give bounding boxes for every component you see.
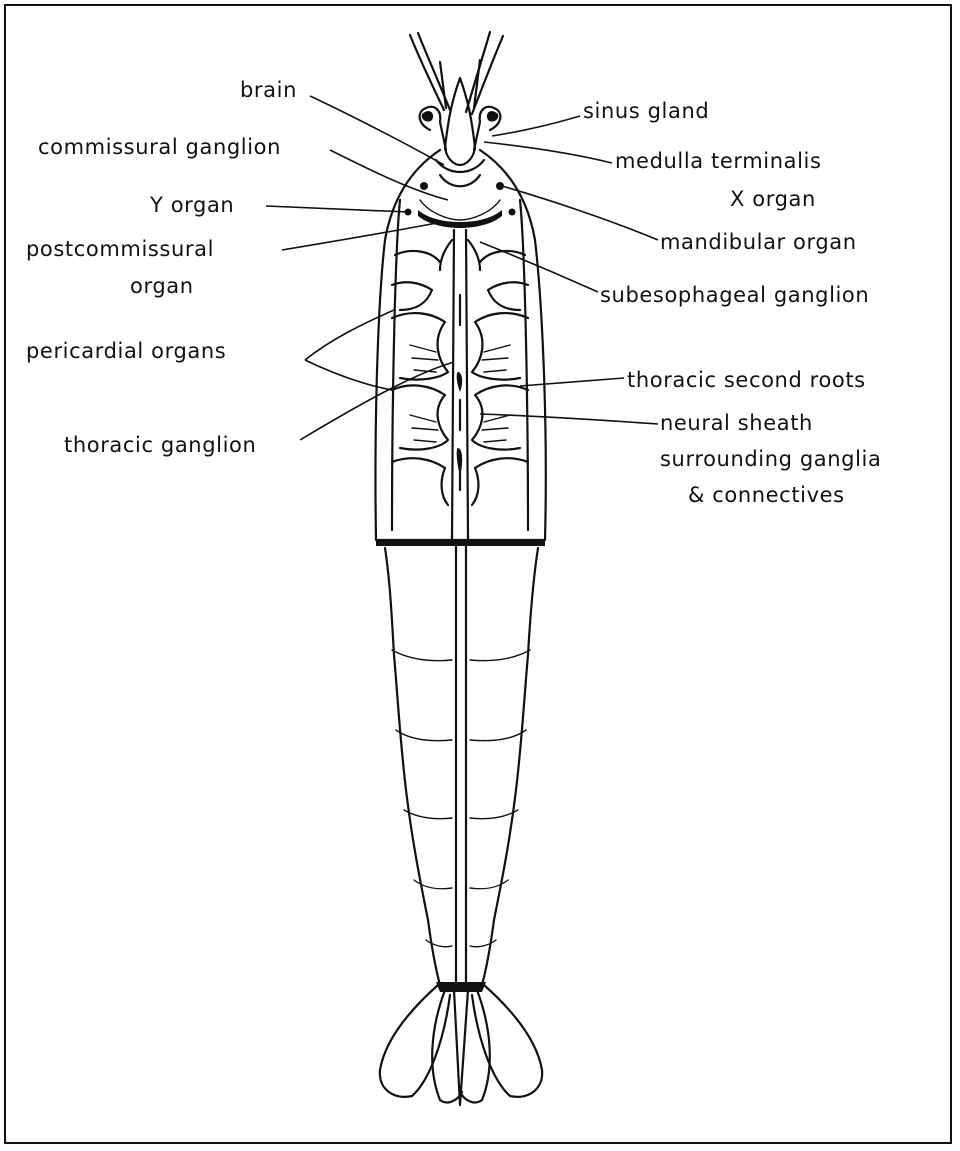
label-subesophageal-ganglion: subesophageal ganglion (600, 283, 869, 307)
label-surrounding-ganglia: surrounding ganglia (660, 447, 881, 471)
label-thoracic-ganglion: thoracic ganglion (64, 433, 256, 457)
nerve-cord (440, 230, 480, 540)
antennae (410, 32, 503, 114)
leader-medulla-terminalis (484, 142, 612, 163)
label-pericardial-organs: pericardial organs (26, 339, 226, 363)
leader-neural-sheath (480, 414, 658, 424)
leader-pericardial-organs-a (305, 310, 394, 360)
leader-y-organ (266, 206, 408, 212)
leader-thoracic-second-roots (520, 378, 624, 386)
label-thoracic-second-roots: thoracic second roots (627, 368, 866, 392)
label-postcommissural: postcommissural (26, 237, 214, 261)
eyestalks (420, 107, 501, 150)
leader-lines (266, 96, 658, 440)
label-postcommissural-organ: organ (130, 274, 194, 298)
leader-mandibular-organ (502, 186, 658, 240)
leader-sinus-gland (492, 116, 580, 136)
thoracic-segments-right (472, 251, 528, 505)
leader-brain (310, 96, 444, 165)
leader-pericardial-organs-b (305, 360, 392, 390)
label-neural-sheath: neural sheath (660, 411, 813, 435)
label-medulla-terminalis: medulla terminalis (615, 149, 822, 173)
label-sinus-gland: sinus gland (583, 99, 709, 123)
label-connectives: & connectives (688, 483, 845, 507)
tail-fan (380, 982, 542, 1105)
abdomen (376, 540, 545, 990)
label-y-organ: Y organ (149, 193, 234, 217)
label-commissural-ganglion: commissural ganglion (38, 135, 281, 159)
label-x-organ: X organ (730, 187, 816, 211)
thoracic-segments-left (392, 251, 448, 505)
label-mandibular-organ: mandibular organ (660, 230, 857, 254)
label-brain: brain (240, 78, 297, 102)
leader-postcommissural-organ (282, 222, 442, 250)
